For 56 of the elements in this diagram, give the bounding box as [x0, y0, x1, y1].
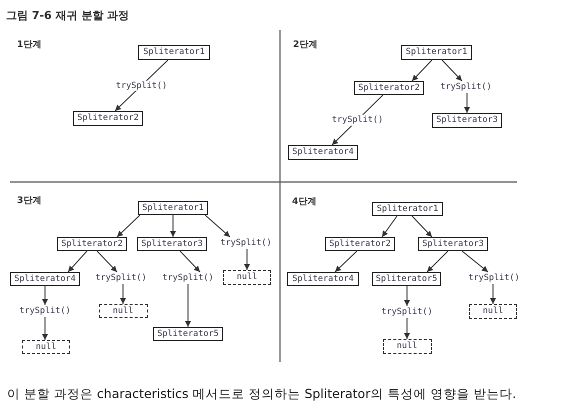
arrow	[180, 250, 200, 272]
method-label: trySplit()	[467, 272, 521, 284]
stage-label: 1단계	[17, 39, 42, 51]
arrow	[382, 216, 398, 238]
dashed-box: null	[98, 304, 148, 318]
arrow	[462, 250, 488, 272]
arrow	[204, 214, 230, 238]
process-box: Spliterator4	[288, 145, 358, 160]
process-box: Spliterator2	[325, 237, 395, 251]
process-box: Spliterator3	[137, 237, 207, 251]
arrow	[412, 216, 432, 238]
arrow	[244, 248, 250, 270]
process-box: Spliterator1	[138, 201, 208, 215]
method-label: trySplit()	[380, 306, 434, 318]
method-label: trySplit()	[18, 305, 72, 317]
dashed-box: null	[382, 339, 432, 354]
stage-label: 3단계	[17, 195, 42, 207]
arrow	[334, 250, 358, 272]
dashed-box: null	[469, 304, 517, 319]
arrow	[170, 214, 176, 238]
process-box: Spliterator4	[287, 272, 359, 286]
caption: 이 분할 과정은 characteristics 메서드로 정의하는 Spliterator의 특성에 영향을 받는다.	[7, 386, 518, 403]
process-box: Spliterator2	[73, 111, 143, 126]
method-label: trySplit()	[94, 272, 148, 284]
arrow	[42, 316, 48, 340]
stage-label: 2단계	[293, 39, 318, 51]
process-box: Spliterator1	[372, 202, 443, 216]
process-box: Spliterator5	[153, 327, 223, 341]
process-box: Spliterator1	[138, 45, 210, 60]
arrow	[185, 284, 191, 328]
arrow	[464, 92, 470, 114]
process-box: Spliterator4	[10, 272, 80, 286]
arrow	[412, 60, 432, 82]
method-label: trySplit()	[161, 272, 215, 284]
arrow	[490, 284, 496, 304]
process-box: Spliterator1	[401, 45, 472, 60]
process-box: Spliterator3	[418, 237, 488, 251]
arrow	[442, 60, 462, 82]
arrow	[42, 286, 48, 306]
process-box: Spliterator5	[372, 272, 441, 286]
arrow	[426, 250, 448, 272]
arrow	[96, 250, 118, 272]
method-label: trySplit()	[439, 81, 493, 93]
arrow	[120, 284, 126, 304]
arrow	[116, 214, 140, 238]
figure-title: 그림 7-6 재귀 분할 과정	[6, 8, 130, 23]
method-label: trySplit()	[219, 237, 273, 249]
arrow	[404, 286, 410, 306]
process-box: Spliterator2	[57, 237, 127, 251]
dashed-box: null	[22, 340, 70, 354]
dashed-box: null	[223, 270, 271, 285]
process-box: Spliterator3	[432, 113, 502, 128]
arrow	[68, 250, 88, 272]
process-box: Spliterator2	[354, 81, 424, 95]
stage-label: 4단계	[292, 196, 316, 208]
arrow	[404, 318, 410, 340]
